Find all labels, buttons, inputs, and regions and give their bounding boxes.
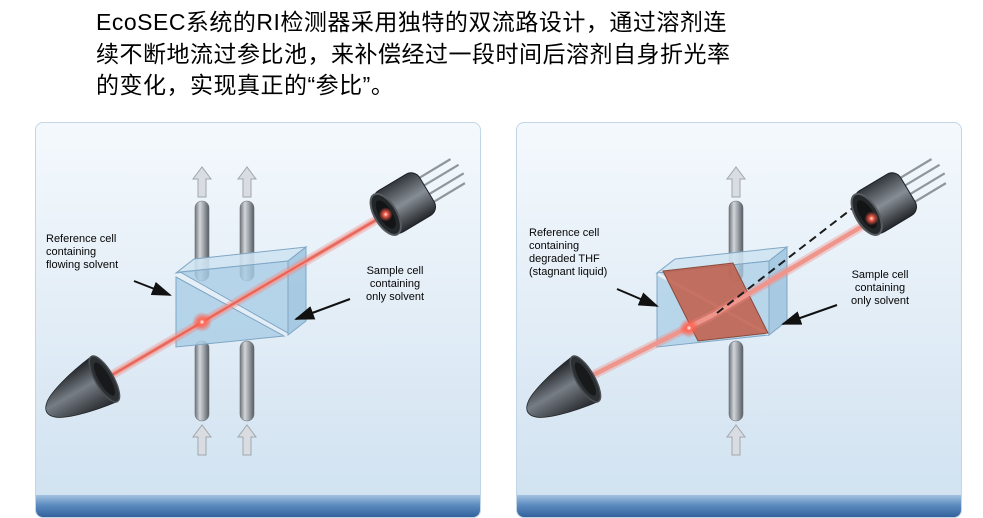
intro-line: 续不断地流过参比池，来补偿经过一段时间后溶剂自身折光率 [96, 40, 731, 67]
ri-detector-diagram-degraded [526, 158, 947, 456]
beam-spot-cell [679, 318, 699, 338]
sample-cell-label: Sample cell containing only solvent [850, 269, 910, 307]
intro-text: EcoSEC系统的RI检测器采用独特的双流路设计，通过溶剂连 续不断地流过参比池… [96, 7, 731, 102]
sample-label-arrow [781, 304, 838, 325]
intro-line: EcoSEC系统的RI检测器采用独特的双流路设计，通过溶剂连 [96, 9, 727, 35]
light-source [526, 355, 602, 418]
flow-arrow-up [726, 424, 746, 456]
sample-cell-label: Sample cell containing only solvent [365, 265, 425, 303]
detector-beam-spot [378, 207, 393, 222]
flow-arrow-up [726, 166, 746, 198]
reference-label-arrow [133, 280, 172, 296]
detector [850, 158, 947, 236]
flow-tube [194, 340, 210, 422]
reference-cell-label: Reference cell containing flowing solven… [46, 233, 119, 271]
expected-path-dashed [716, 196, 868, 314]
laser-beam-deflected [711, 219, 873, 317]
reference-label-arrow [616, 288, 659, 307]
detector-beam-spot [864, 211, 879, 226]
detector [369, 158, 466, 236]
reference-cell-label: Reference cell containing degraded THF (… [529, 227, 608, 278]
panel-normal-reference: Reference cell containing flowing solven… [35, 122, 481, 518]
laser-beam-core [111, 212, 389, 376]
intro-line: 的变化，实现真正的“参比”。 [96, 72, 395, 98]
flow-arrow-up [192, 166, 212, 198]
flow-tube [239, 340, 255, 422]
beam-spot-cell [192, 312, 212, 332]
flow-tube [728, 340, 744, 422]
panel-degraded-reference: Reference cell containing degraded THF (… [516, 122, 962, 518]
flow-arrow-up [192, 424, 212, 456]
panel-footer-band [517, 495, 961, 517]
light-source [45, 355, 121, 418]
flow-arrow-up [237, 166, 257, 198]
sample-label-arrow [294, 298, 351, 320]
flow-arrow-up [237, 424, 257, 456]
panel-footer-band [36, 495, 480, 517]
ri-detector-diagram-normal [45, 158, 466, 456]
